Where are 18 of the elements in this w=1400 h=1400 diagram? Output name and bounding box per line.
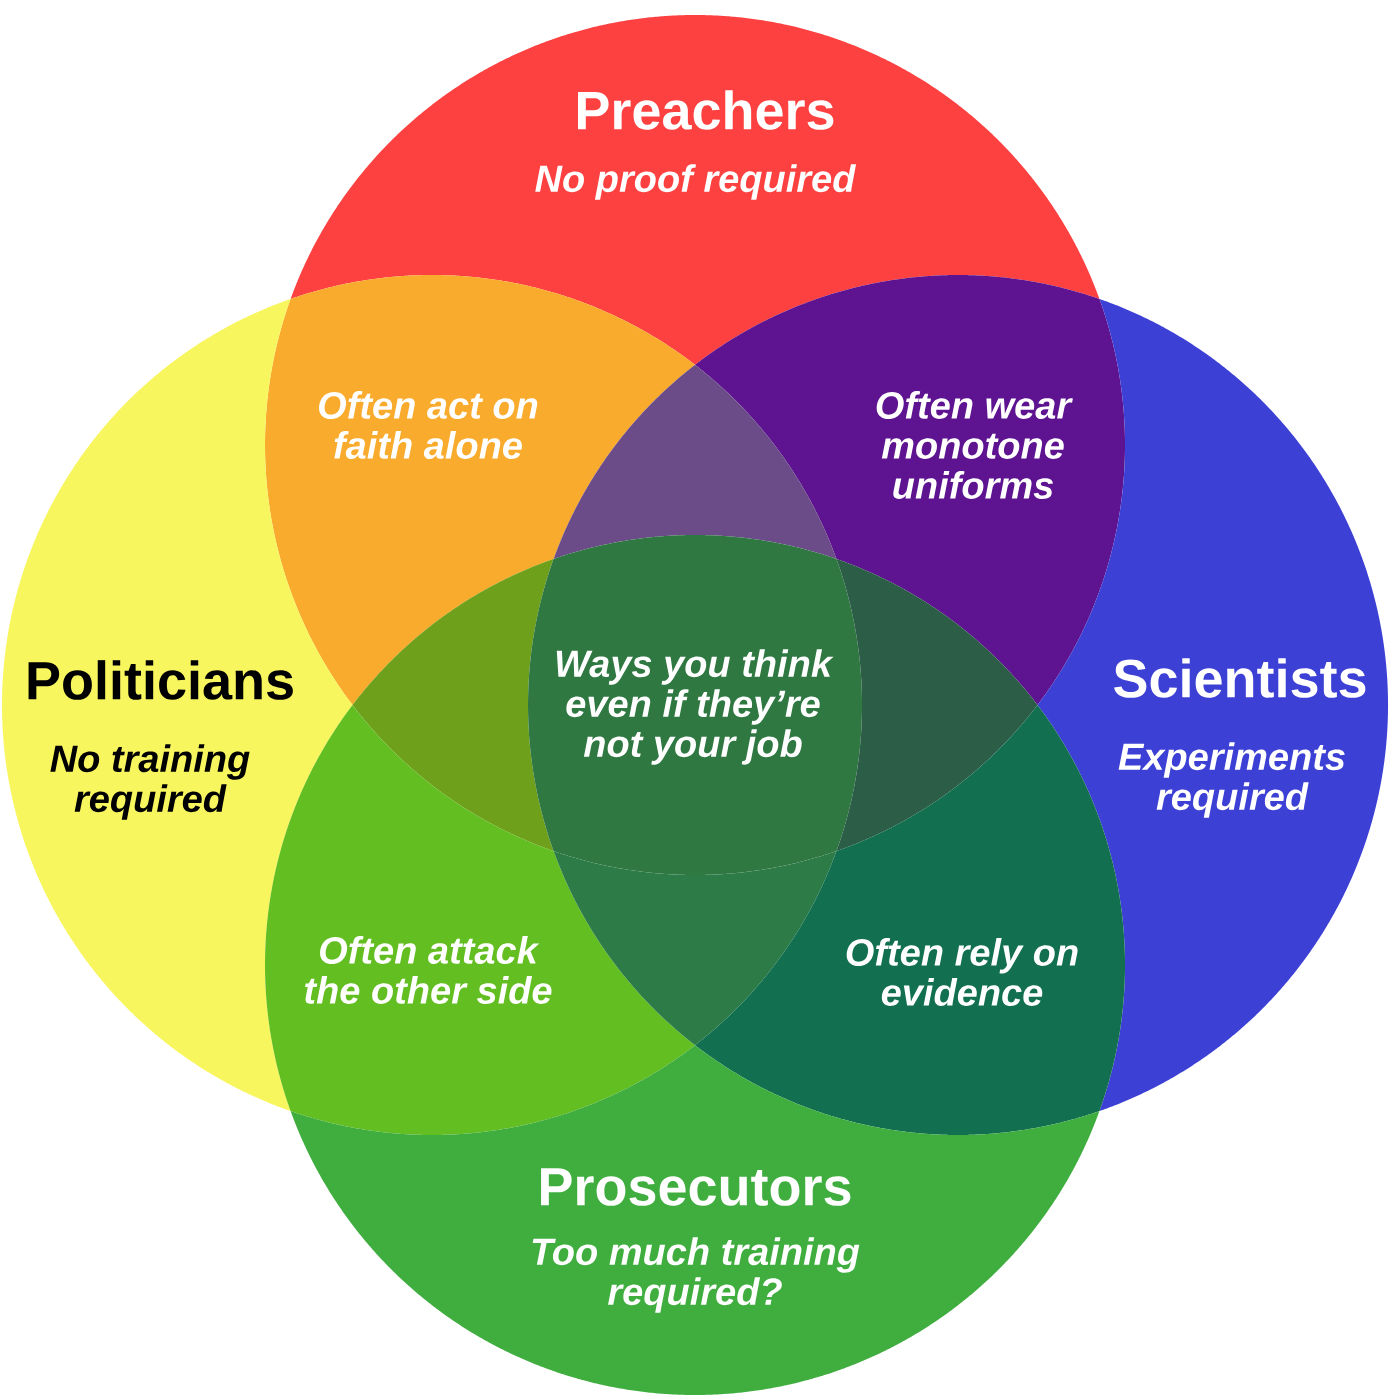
overlap-region [836,558,1038,852]
subtitle: No training required [50,744,250,820]
subtitle: No proof required [535,164,857,200]
overlap-region [553,851,837,1046]
region-label: Often attack the other side [305,936,552,1004]
overlap-region [553,364,837,559]
region-label: Ways you think even if they’re not your job [556,649,834,765]
heading: Scientists [1114,658,1366,698]
region-label: Often act on faith alone [319,391,538,459]
heading: Prosecutors [541,1168,851,1206]
overlap-region [528,535,862,875]
overlap-region [352,558,554,852]
heading: Preachers [578,90,834,130]
region-label: Often rely on evidence [846,938,1078,1006]
region-label: Often wear monotone uniforms [876,391,1073,499]
subtitle: Experiments required [1118,742,1345,818]
heading: Politicians [28,660,293,700]
subtitle: Too much training required? [532,1237,860,1313]
